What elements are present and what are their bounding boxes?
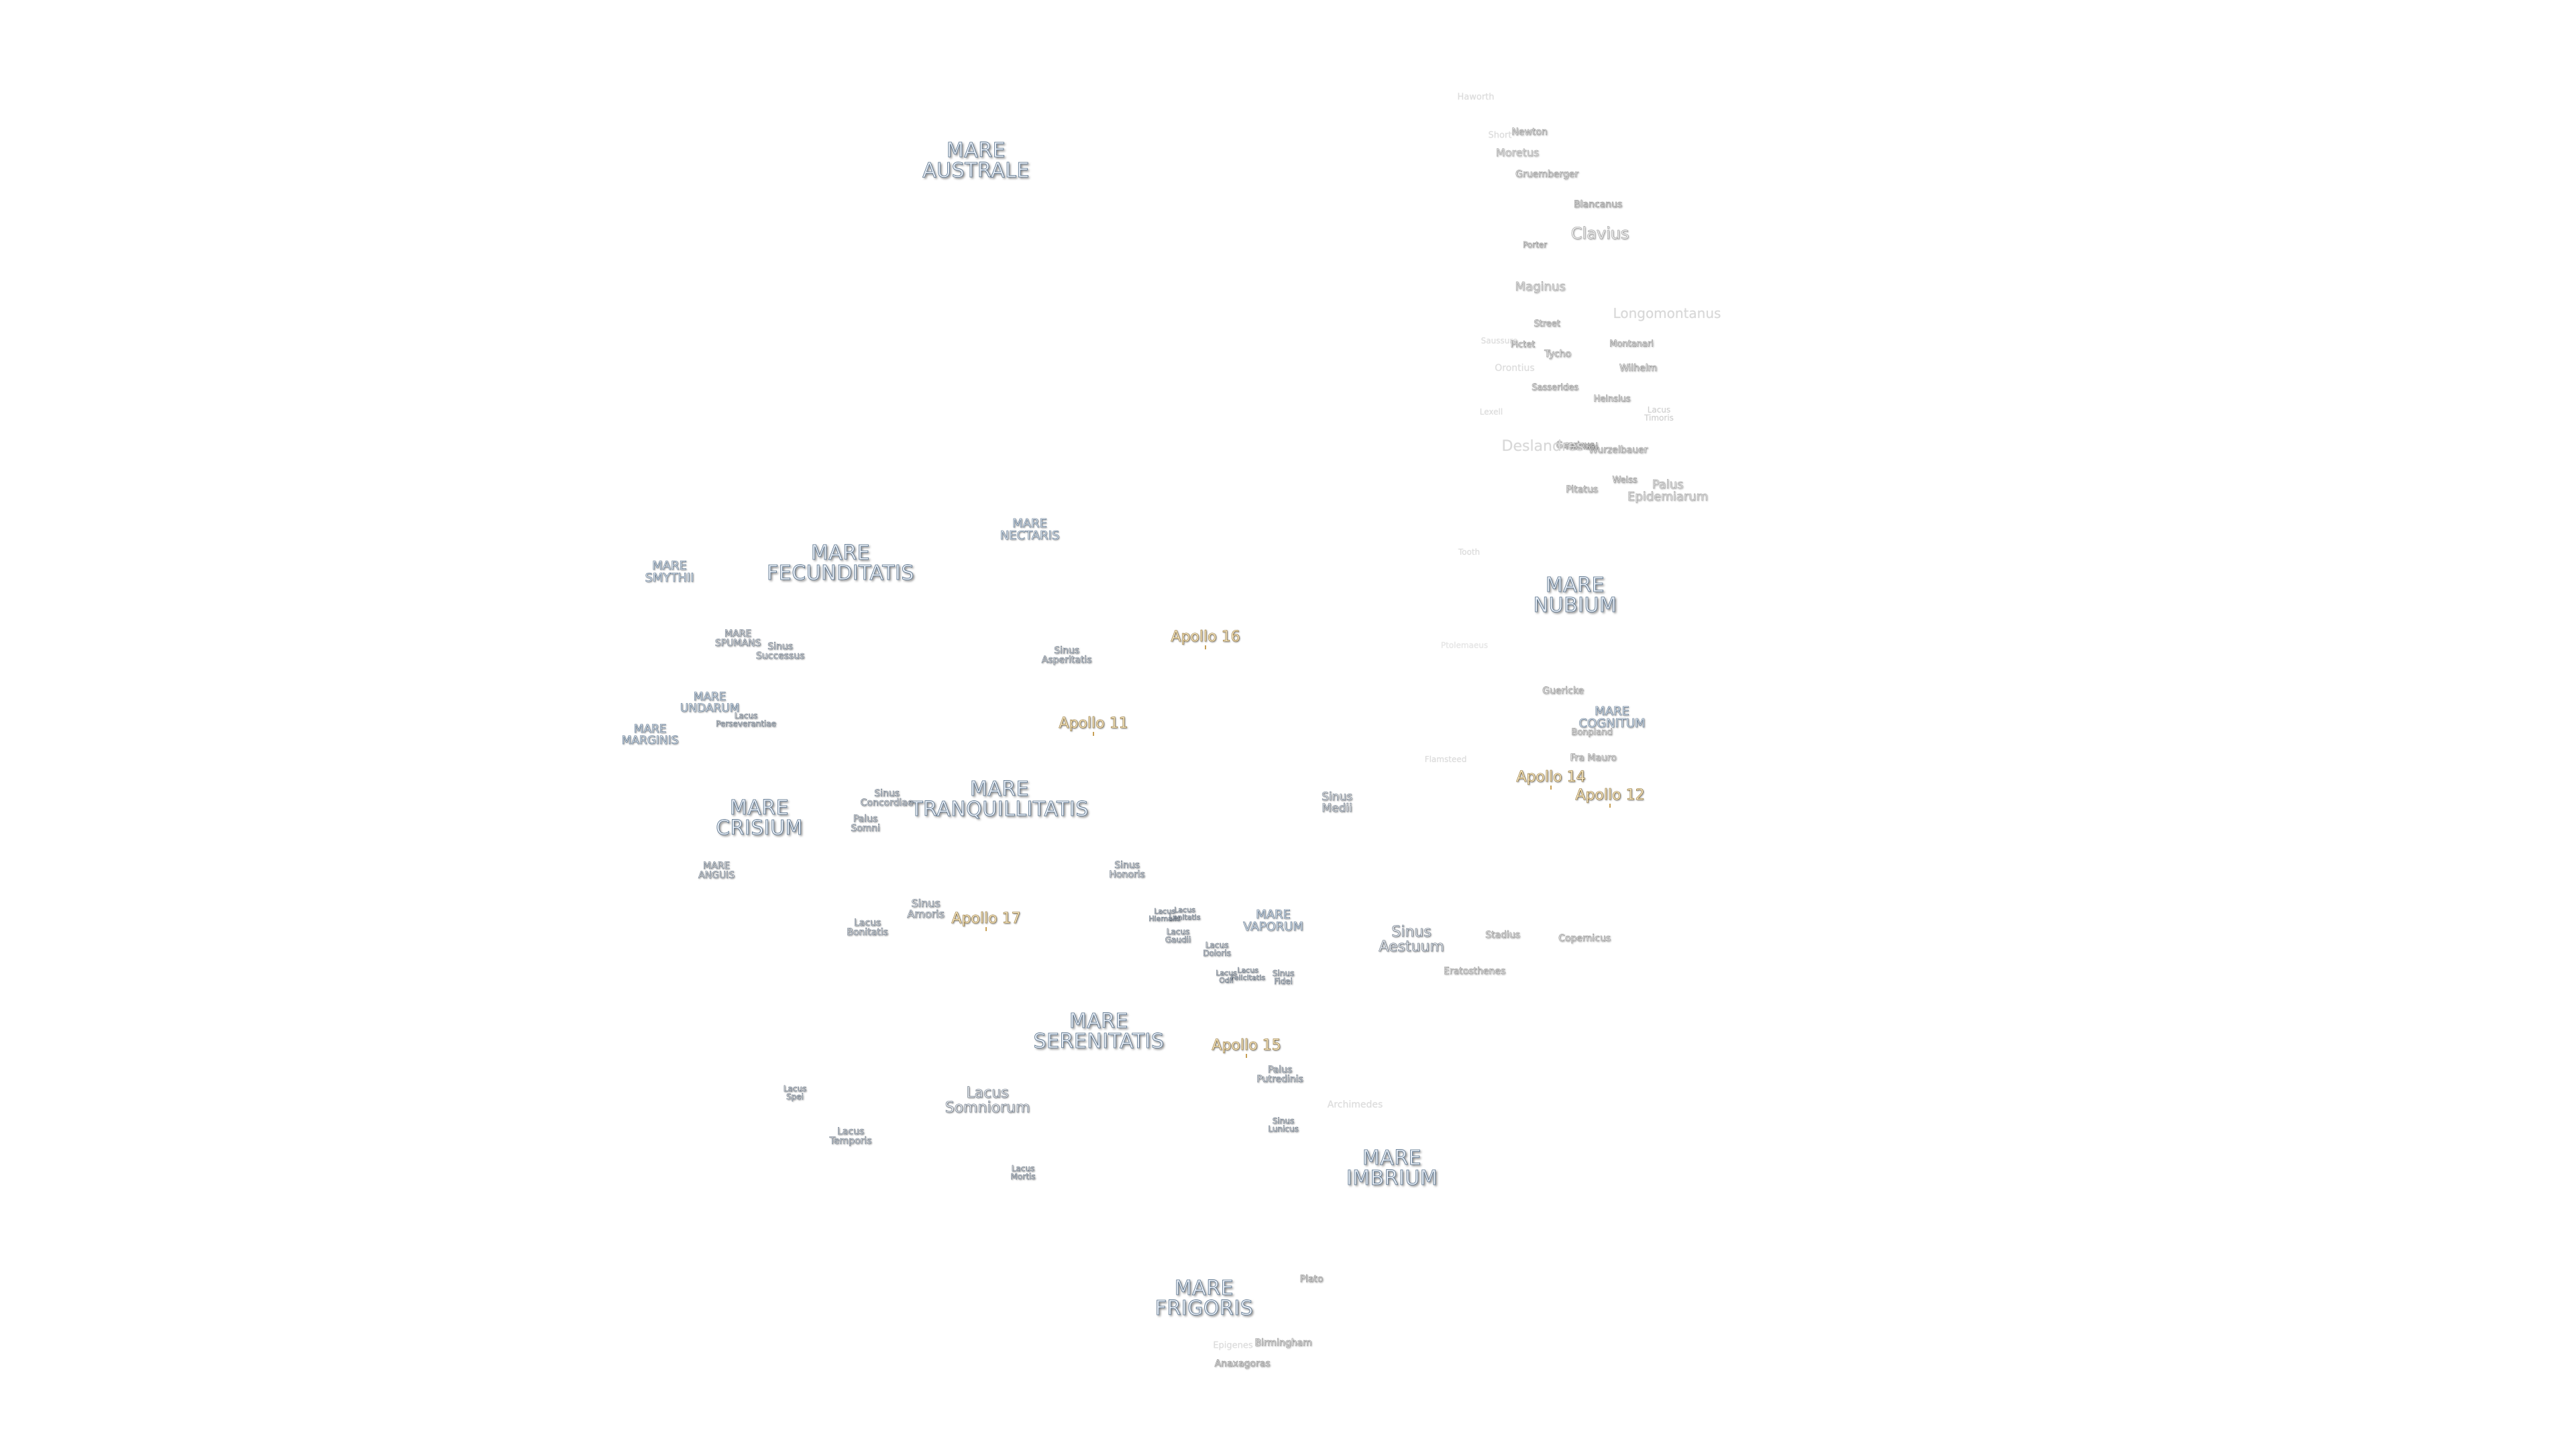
mare-serenitatis-label: MARE SERENITATIS xyxy=(1033,1010,1165,1053)
mare-australe-label: MARE AUSTRALE xyxy=(922,139,1030,182)
crater-lexell-label: Lexell xyxy=(1479,407,1503,417)
crater-saussure-label: Saussure xyxy=(1481,336,1518,345)
apollo-16-label[interactable]: Apollo 16 xyxy=(1171,629,1240,645)
crater-hainzel-label: Hainzel xyxy=(1565,441,1599,452)
apollo-17-label[interactable]: Apollo 17 xyxy=(951,910,1021,927)
sinus-lunicus-label: Sinus Lunicus xyxy=(1268,1116,1299,1134)
crater-ptolemaeus-label: Ptolemaeus xyxy=(1440,641,1489,650)
crater-short-label: Short xyxy=(1488,130,1512,141)
crater-pitatus-label: Pitatus xyxy=(1566,484,1598,495)
crater-weiss-label: Weiss xyxy=(1612,475,1638,486)
lacus-odii-label: Lacus Odii xyxy=(1216,969,1237,985)
lacus-mortis-label: Lacus Mortis xyxy=(1010,1164,1036,1181)
apollo-15-marker xyxy=(1246,1054,1247,1058)
palus-somni-label: Palus Somni xyxy=(851,814,880,834)
crater-sasserides-label: Sasserides xyxy=(1532,382,1578,393)
apollo-15-label[interactable]: Apollo 15 xyxy=(1212,1037,1281,1054)
crater-gruemberger-label: Gruemberger xyxy=(1515,169,1578,180)
crater-wilhelm-label: Wilhelm xyxy=(1619,363,1658,374)
apollo-12-marker xyxy=(1609,804,1611,808)
crater-clavius-label: Clavius xyxy=(1570,224,1629,243)
crater-anaxagoras-label: Anaxagoras xyxy=(1214,1358,1271,1369)
lacus-bonitatis-label: Lacus Bonitatis xyxy=(847,918,888,938)
apollo-11-label[interactable]: Apollo 11 xyxy=(1059,715,1128,732)
crater-porter-label: Porter xyxy=(1522,240,1548,250)
crater-archimedes-label: Archimedes xyxy=(1327,1099,1383,1110)
lacus-timoris-label: Lacus Timoris xyxy=(1644,405,1674,423)
mare-spumans-label: MARE SPUMANS xyxy=(714,629,761,649)
sinus-fidei-label: Sinus Fidei xyxy=(1272,969,1295,986)
crater-stadius-label: Stadius xyxy=(1485,930,1520,941)
apollo-14-label[interactable]: Apollo 14 xyxy=(1516,769,1586,786)
crater-heinsius-label: Heinsius xyxy=(1593,394,1631,405)
apollo-16-marker xyxy=(1205,645,1206,649)
crater-epigenes-label: Epigenes xyxy=(1213,1340,1253,1351)
crater-wurzelbauer-label: Wurzelbauer xyxy=(1588,445,1648,455)
mare-frigoris-label: MARE FRIGORIS xyxy=(1155,1277,1254,1320)
apollo-17-marker xyxy=(985,927,987,931)
mare-marginis-label: MARE MARGINIS xyxy=(621,722,679,747)
sinus-amoris-label: Sinus Amoris xyxy=(907,897,945,920)
crater-tooth-label: Tooth xyxy=(1458,547,1481,557)
sinus-asperitatis-label: Sinus Asperitatis xyxy=(1041,645,1092,665)
crater-orontius-label: Orontius xyxy=(1495,363,1535,374)
sinus-successus-label: Sinus Successus xyxy=(755,641,805,661)
apollo-14-marker xyxy=(1550,786,1552,790)
crater-deslandres-label: Deslandres xyxy=(1501,438,1585,455)
apollo-12-label[interactable]: Apollo 12 xyxy=(1575,787,1645,804)
mare-nubium-label: MARE NUBIUM xyxy=(1533,574,1617,617)
mare-imbrium-label: MARE IMBRIUM xyxy=(1346,1146,1438,1190)
lacus-felicitatis-label: Lacus Felicitatis xyxy=(1230,966,1265,982)
mare-anguis-label: MARE ANGUIS xyxy=(698,861,735,881)
mare-fecunditatis-label: MARE FECUNDITATIS xyxy=(767,541,914,585)
sinus-aestuum-label: Sinus Aestuum xyxy=(1379,924,1444,955)
lacus-lenitatis-label: Lacus Lenitatis xyxy=(1169,906,1201,922)
sinus-honoris-label: Sinus Honoris xyxy=(1109,860,1145,880)
crater-copernicus-label: Copernicus xyxy=(1558,933,1611,944)
lacus-temporis-label: Lacus Temporis xyxy=(829,1126,872,1146)
apollo-11-marker xyxy=(1093,732,1094,736)
mare-cognitum-label: MARE COGNITUM xyxy=(1578,704,1646,731)
crater-birmingham-label: Birmingham xyxy=(1254,1338,1312,1348)
crater-haworth-label: Haworth xyxy=(1457,92,1495,103)
lacus-perseverantiae-label: Lacus Perseverantiae xyxy=(716,711,776,729)
lacus-hiemalis-label: Lacus Hiemalis xyxy=(1148,907,1181,923)
crater-flamsteed-label: Flamsteed xyxy=(1424,755,1467,764)
crater-montanari-label: Montanari xyxy=(1609,339,1654,350)
crater-blancanus-label: Blancanus xyxy=(1573,199,1623,210)
crater-tycho-label: Tycho xyxy=(1544,349,1571,360)
crater-eratosthenes-label: Eratosthenes xyxy=(1443,966,1506,977)
sinus-medii-label: Sinus Medii xyxy=(1322,790,1352,815)
lacus-gaudii-label: Lacus Gaudii xyxy=(1165,927,1191,945)
lacus-spei-label: Lacus Spei xyxy=(783,1084,807,1102)
crater-longomontanus-label: Longomontanus xyxy=(1613,305,1721,321)
sinus-concordiae-label: Sinus Concordiae xyxy=(860,788,914,808)
mare-nectaris-label: MARE NECTARIS xyxy=(1000,517,1060,543)
crater-bonpland-label: Bonpland xyxy=(1571,727,1613,738)
mare-tranquillitatis-label: MARE TRANQUILLITATIS xyxy=(910,777,1089,821)
crater-fra-mauro-label: Fra Mauro xyxy=(1570,753,1617,763)
crater-moretus-label: Moretus xyxy=(1495,146,1540,159)
crater-plato-label: Plato xyxy=(1299,1274,1324,1285)
lacus-doloris-label: Lacus Doloris xyxy=(1203,941,1231,958)
crater-pictet-label: Pictet xyxy=(1510,339,1536,350)
palus-putredinis-label: Palus Putredinis xyxy=(1256,1065,1303,1085)
mare-smythii-label: MARE SMYTHII xyxy=(645,559,694,585)
lacus-somniorum-label: Lacus Somniorum xyxy=(945,1085,1030,1116)
mare-crisium-label: MARE CRISIUM xyxy=(716,796,803,840)
palus-epidemiarum-label: Palus Epidemiarum xyxy=(1627,478,1709,504)
crater-maginus-label: Maginus xyxy=(1515,280,1566,294)
crater-street-label: Street xyxy=(1534,319,1560,329)
crater-guericke-label: Guericke xyxy=(1542,686,1584,696)
mare-undarum-label: MARE UNDARUM xyxy=(680,690,740,715)
crater-gauricus-label: Gauricus xyxy=(1556,440,1595,451)
crater-newton-label: Newton xyxy=(1511,127,1548,138)
mare-vaporum-label: MARE VAPORUM xyxy=(1243,908,1303,934)
